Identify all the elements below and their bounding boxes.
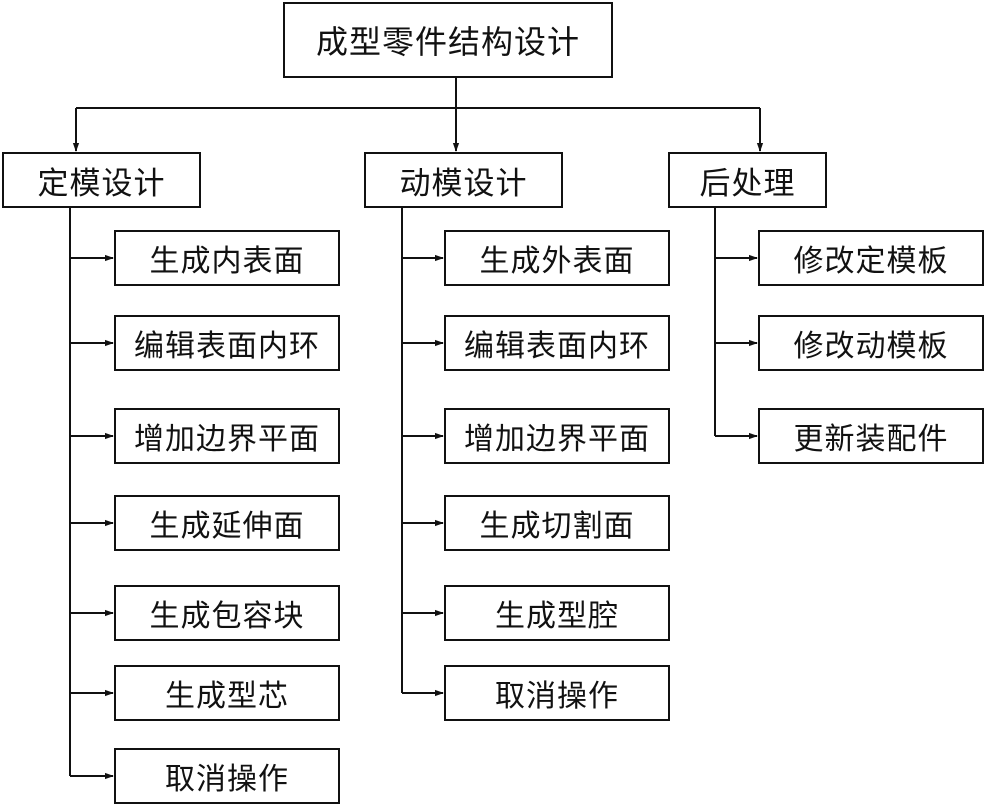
branch-node-fixed-mold: 定模设计 [2, 152, 201, 208]
child-node: 编辑表面内环 [444, 315, 670, 371]
child-node: 修改动模板 [758, 315, 984, 371]
child-node: 生成外表面 [444, 230, 670, 286]
child-node-label: 增加边界平面 [134, 422, 320, 457]
child-node: 生成切割面 [444, 495, 670, 551]
child-node: 生成延伸面 [114, 495, 340, 551]
child-node-label: 生成型芯 [165, 679, 289, 714]
child-node-label: 修改动模板 [793, 329, 949, 364]
child-node: 生成型芯 [114, 665, 340, 721]
child-node-label: 取消操作 [495, 679, 619, 714]
child-node: 生成型腔 [444, 585, 670, 641]
branch-node-moving-mold: 动模设计 [364, 152, 563, 208]
child-node-label: 生成切割面 [479, 509, 635, 544]
child-node-label: 更新装配件 [793, 422, 949, 457]
root-node-label: 成型零件结构设计 [315, 23, 580, 61]
child-node: 增加边界平面 [444, 408, 670, 464]
child-node-label: 编辑表面内环 [134, 329, 320, 364]
child-node-label: 生成外表面 [479, 244, 635, 279]
child-node-label: 编辑表面内环 [464, 329, 650, 364]
branch-node-label: 后处理 [699, 165, 796, 202]
branch-node-post-processing: 后处理 [668, 152, 827, 208]
child-node: 更新装配件 [758, 408, 984, 464]
child-node-label: 生成型腔 [495, 599, 619, 634]
child-node-label: 增加边界平面 [464, 422, 650, 457]
child-node-label: 修改定模板 [793, 244, 949, 279]
branch-node-label: 动模设计 [399, 165, 528, 202]
child-node-label: 生成延伸面 [149, 509, 305, 544]
child-node: 取消操作 [114, 748, 340, 804]
child-node-label: 取消操作 [165, 762, 289, 797]
child-node-label: 生成内表面 [149, 244, 305, 279]
branch-node-label: 定模设计 [37, 165, 166, 202]
child-node: 取消操作 [444, 665, 670, 721]
child-node: 增加边界平面 [114, 408, 340, 464]
child-node: 生成包容块 [114, 585, 340, 641]
child-node-label: 生成包容块 [149, 599, 305, 634]
child-node: 生成内表面 [114, 230, 340, 286]
child-node: 编辑表面内环 [114, 315, 340, 371]
child-node: 修改定模板 [758, 230, 984, 286]
root-node: 成型零件结构设计 [283, 2, 613, 78]
